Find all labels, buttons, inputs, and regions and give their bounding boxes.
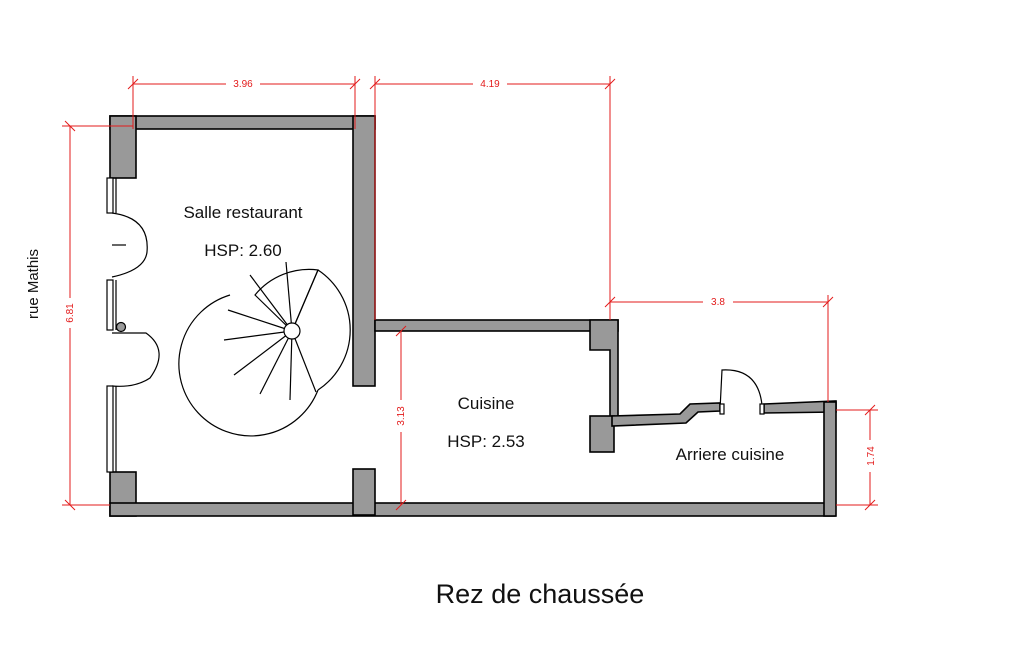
dim-tick-4 <box>604 78 616 90</box>
wall-right-cuisine-lower <box>589 415 615 453</box>
wall-bottom <box>109 502 836 517</box>
wall-arriere-top-left <box>611 402 721 427</box>
wall-middle-upper <box>352 115 376 387</box>
dim-label-salle-width: 3.96 <box>233 79 253 90</box>
dim-tick-10 <box>395 499 407 511</box>
stair-tread-6 <box>233 330 293 376</box>
dim-label-arriere-width: 3.8 <box>711 297 725 308</box>
stair-tread-4 <box>227 309 293 332</box>
wall-top-cuisine <box>374 319 619 332</box>
street-label: rue Mathis <box>25 249 42 319</box>
dim-label-cuisine-height: 3.13 <box>396 406 407 426</box>
dim-label-total-height: 6.81 <box>65 303 76 323</box>
entrance-door-swing <box>111 332 160 387</box>
door-double-leaf <box>111 212 148 278</box>
stair-newel-icon <box>283 322 301 340</box>
window-jamb-lower <box>106 385 114 473</box>
stair-tread-3 <box>249 274 293 332</box>
dim-label-bg-2 <box>473 77 507 90</box>
window-jamb-middle <box>106 279 114 331</box>
room-name-cuisine: Cuisine <box>458 394 515 413</box>
arriere-door-swing <box>719 369 763 411</box>
stair-tread-7 <box>259 330 293 395</box>
dim-tick-9 <box>395 325 407 337</box>
dim-tick-7 <box>64 120 76 132</box>
stair-tread-2 <box>285 261 293 332</box>
wall-right-arriere <box>823 401 837 517</box>
stair-tread-8 <box>289 330 293 401</box>
dim-tick-6 <box>822 296 834 308</box>
dim-tick-12 <box>864 499 876 511</box>
room-hsp-cuisine: HSP: 2.53 <box>447 432 525 451</box>
wall-left-pier-top <box>109 115 137 179</box>
dim-tick-8 <box>64 499 76 511</box>
dim-tick-1 <box>127 78 139 90</box>
dim-tick-3 <box>369 78 381 90</box>
wall-top-salle <box>109 115 376 130</box>
dim-tick-5 <box>604 296 616 308</box>
dim-label-bg-5 <box>394 400 408 432</box>
room-hsp-salle: HSP: 2.60 <box>204 241 282 260</box>
stair-tread-1 <box>291 269 319 332</box>
left-facade-openings <box>106 177 160 473</box>
door-handle-icon <box>115 321 127 333</box>
stair-outer-arc <box>178 294 319 437</box>
dim-label-bg-6 <box>863 440 877 472</box>
arriere-door-jamb-left <box>719 403 725 415</box>
plan-title: Rez de chaussée <box>436 579 645 609</box>
arriere-door <box>719 369 765 415</box>
stair-step-1 <box>254 268 319 333</box>
dim-label-cuisine-width: 4.19 <box>480 79 500 90</box>
dim-label-bg-4 <box>63 298 77 328</box>
window-jamb-upper <box>106 177 114 214</box>
room-name-arriere: Arriere cuisine <box>676 445 785 464</box>
stair-tread-9 <box>291 330 317 393</box>
room-name-salle: Salle restaurant <box>183 203 302 222</box>
wall-right-cuisine-upper <box>589 319 619 419</box>
dim-label-arriere-height: 1.74 <box>866 446 877 466</box>
arriere-door-jamb-right <box>759 403 765 415</box>
spiral-staircase <box>178 261 351 437</box>
dim-label-bg-1 <box>226 77 260 90</box>
dim-tick-11 <box>864 404 876 416</box>
stair-outer-arc-2 <box>317 269 351 391</box>
dim-label-bg-3 <box>703 295 733 308</box>
stair-tread-5 <box>223 330 293 341</box>
wall-middle-lower <box>352 468 376 516</box>
dim-tick-2 <box>349 78 361 90</box>
